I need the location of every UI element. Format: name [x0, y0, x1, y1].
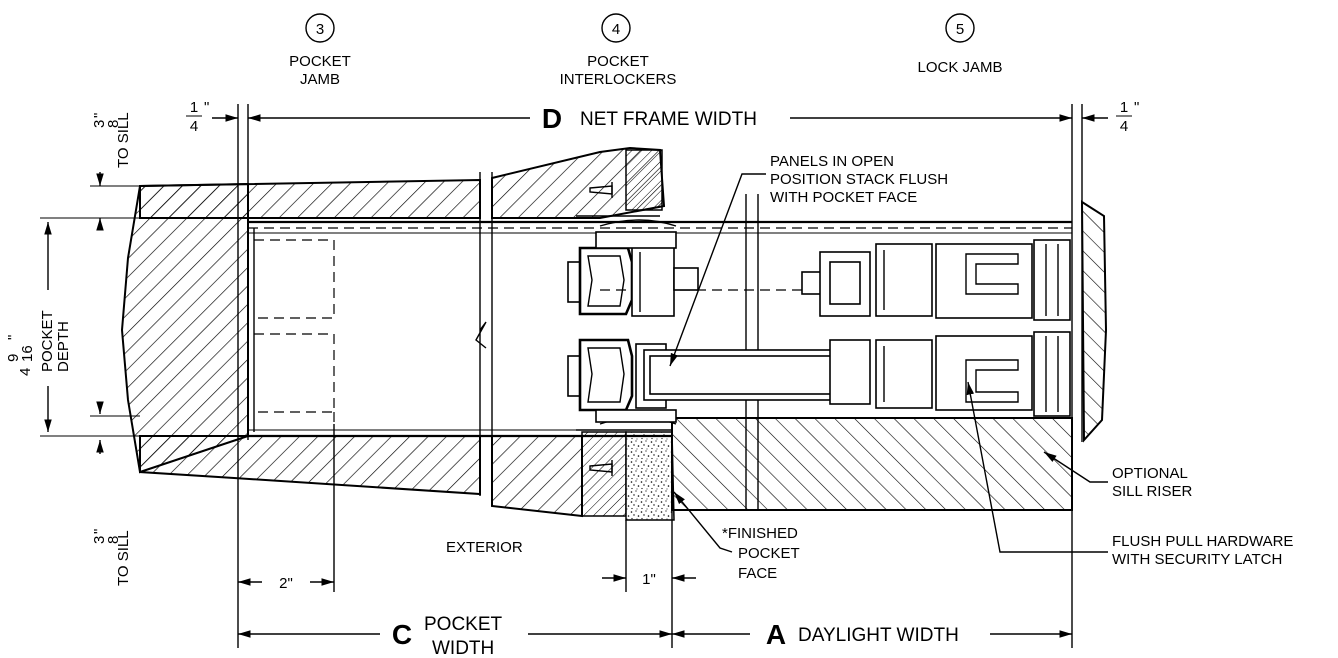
stud-hatch-small: [581, 149, 663, 517]
pocket-depth-line1: POCKET: [39, 310, 56, 372]
side-gap-left-dimension: 1 4 ": [186, 99, 238, 135]
panel-profile-upper-right: [801, 239, 1071, 321]
to-sill-top-unit: ": [91, 113, 108, 118]
note-finished-line-3: FACE: [738, 565, 777, 582]
pocket-wall-bottom: [139, 435, 583, 518]
two-inch-text: 2": [279, 575, 293, 592]
note-sill-riser-line-1: OPTIONAL: [1112, 465, 1188, 482]
side-gap-right-unit: ": [1134, 99, 1139, 116]
one-inch-dimension: 1": [602, 520, 696, 592]
pocket-depth-whole: 4: [17, 368, 34, 376]
anchor-screws: [589, 182, 613, 476]
note-panels-line-3: WITH POCKET FACE: [770, 189, 917, 206]
note-flush-pull: FLUSH PULL HARDWARE WITH SECURITY LATCH: [966, 381, 1293, 568]
finished-pocket-face-stone: [625, 431, 675, 521]
two-inch-dimension: 2": [238, 424, 335, 592]
side-gap-left-unit: ": [204, 99, 209, 116]
callout-4-number: 4: [612, 21, 620, 38]
to-sill-bottom-den: 8: [105, 536, 122, 544]
pocket-width-dimension: C POCKET WIDTH: [238, 614, 672, 658]
optional-sill-riser: [671, 417, 1073, 511]
pocket-depth-line2: DEPTH: [55, 321, 72, 372]
pocket-depth-num: 9: [5, 354, 22, 362]
to-sill-bottom-dimension: TO SILL 3 8 ": [90, 401, 140, 586]
note-exterior: EXTERIOR: [446, 539, 523, 556]
pocket-wall-left-end: [120, 182, 249, 474]
note-flush-pull-line-1: FLUSH PULL HARDWARE: [1112, 533, 1293, 550]
one-inch-text: 1": [642, 571, 656, 588]
pocket-depth-den: 16: [19, 345, 36, 362]
to-sill-top-num: 3: [91, 120, 108, 128]
callout-5-label-1: LOCK JAMB: [917, 59, 1002, 76]
callout-4-label-1: POCKET: [587, 53, 649, 70]
callout-5-number: 5: [956, 21, 964, 38]
to-sill-bottom-num: 3: [91, 536, 108, 544]
pocket-width-line1: POCKET: [424, 614, 503, 635]
to-sill-top-dimension: TO SILL 3 8 ": [40, 112, 140, 231]
pocket-depth-unit: ": [5, 335, 22, 340]
callout-3-label-2: JAMB: [300, 71, 340, 88]
net-frame-letter: D: [542, 103, 562, 134]
panel-profile-upper-left: [567, 215, 699, 317]
to-sill-bottom-text: TO SILL: [115, 530, 132, 586]
side-gap-right-dimension: 1 4 ": [1082, 99, 1139, 135]
daylight-width-letter: A: [766, 619, 786, 650]
panel-profile-lower-left: [567, 338, 845, 431]
side-gap-left-den: 4: [190, 118, 198, 135]
note-panels-line-1: PANELS IN OPEN: [770, 153, 894, 170]
note-finished-line-2: POCKET: [738, 545, 800, 562]
to-sill-top-den: 8: [105, 120, 122, 128]
callout-3-label-1: POCKET: [289, 53, 351, 70]
side-gap-right-num: 1: [1120, 99, 1128, 116]
note-panels-open: PANELS IN OPEN POSITION STACK FLUSH WITH…: [669, 153, 948, 367]
daylight-width-dimension: A DAYLIGHT WIDTH: [672, 619, 1072, 650]
note-panels-line-2: POSITION STACK FLUSH: [770, 171, 948, 188]
note-flush-pull-line-2: WITH SECURITY LATCH: [1112, 551, 1282, 568]
lock-jamb-wall: [1080, 200, 1108, 443]
callout-5: 5 LOCK JAMB: [917, 13, 1003, 76]
to-sill-bottom-unit: ": [91, 529, 108, 534]
callout-3-number: 3: [316, 21, 324, 38]
note-optional-sill-riser: OPTIONAL SILL RISER: [1043, 451, 1192, 500]
side-gap-right-den: 4: [1120, 118, 1128, 135]
panel-profile-lower-right: [829, 331, 1071, 417]
frame-lines: [237, 104, 1083, 648]
callout-4: 4 POCKET INTERLOCKERS: [560, 13, 677, 88]
to-sill-top-text: TO SILL: [115, 112, 132, 168]
pocket-width-letter: C: [392, 619, 412, 650]
callout-3: 3 POCKET JAMB: [289, 13, 351, 88]
note-finished-line-1: *FINISHED: [722, 525, 798, 542]
net-frame-text: NET FRAME WIDTH: [580, 109, 757, 130]
net-frame-width-dimension: D NET FRAME WIDTH: [248, 103, 1072, 134]
pocket-width-line2: WIDTH: [432, 638, 494, 658]
side-gap-left-num: 1: [190, 99, 198, 116]
daylight-width-text: DAYLIGHT WIDTH: [798, 625, 959, 646]
callout-4-label-2: INTERLOCKERS: [560, 71, 677, 88]
pocket-depth-dimension: 4 9 16 " POCKET DEPTH: [5, 222, 140, 437]
note-finished-pocket-face: *FINISHED POCKET FACE: [673, 491, 800, 582]
note-sill-riser-line-2: SILL RISER: [1112, 483, 1192, 500]
